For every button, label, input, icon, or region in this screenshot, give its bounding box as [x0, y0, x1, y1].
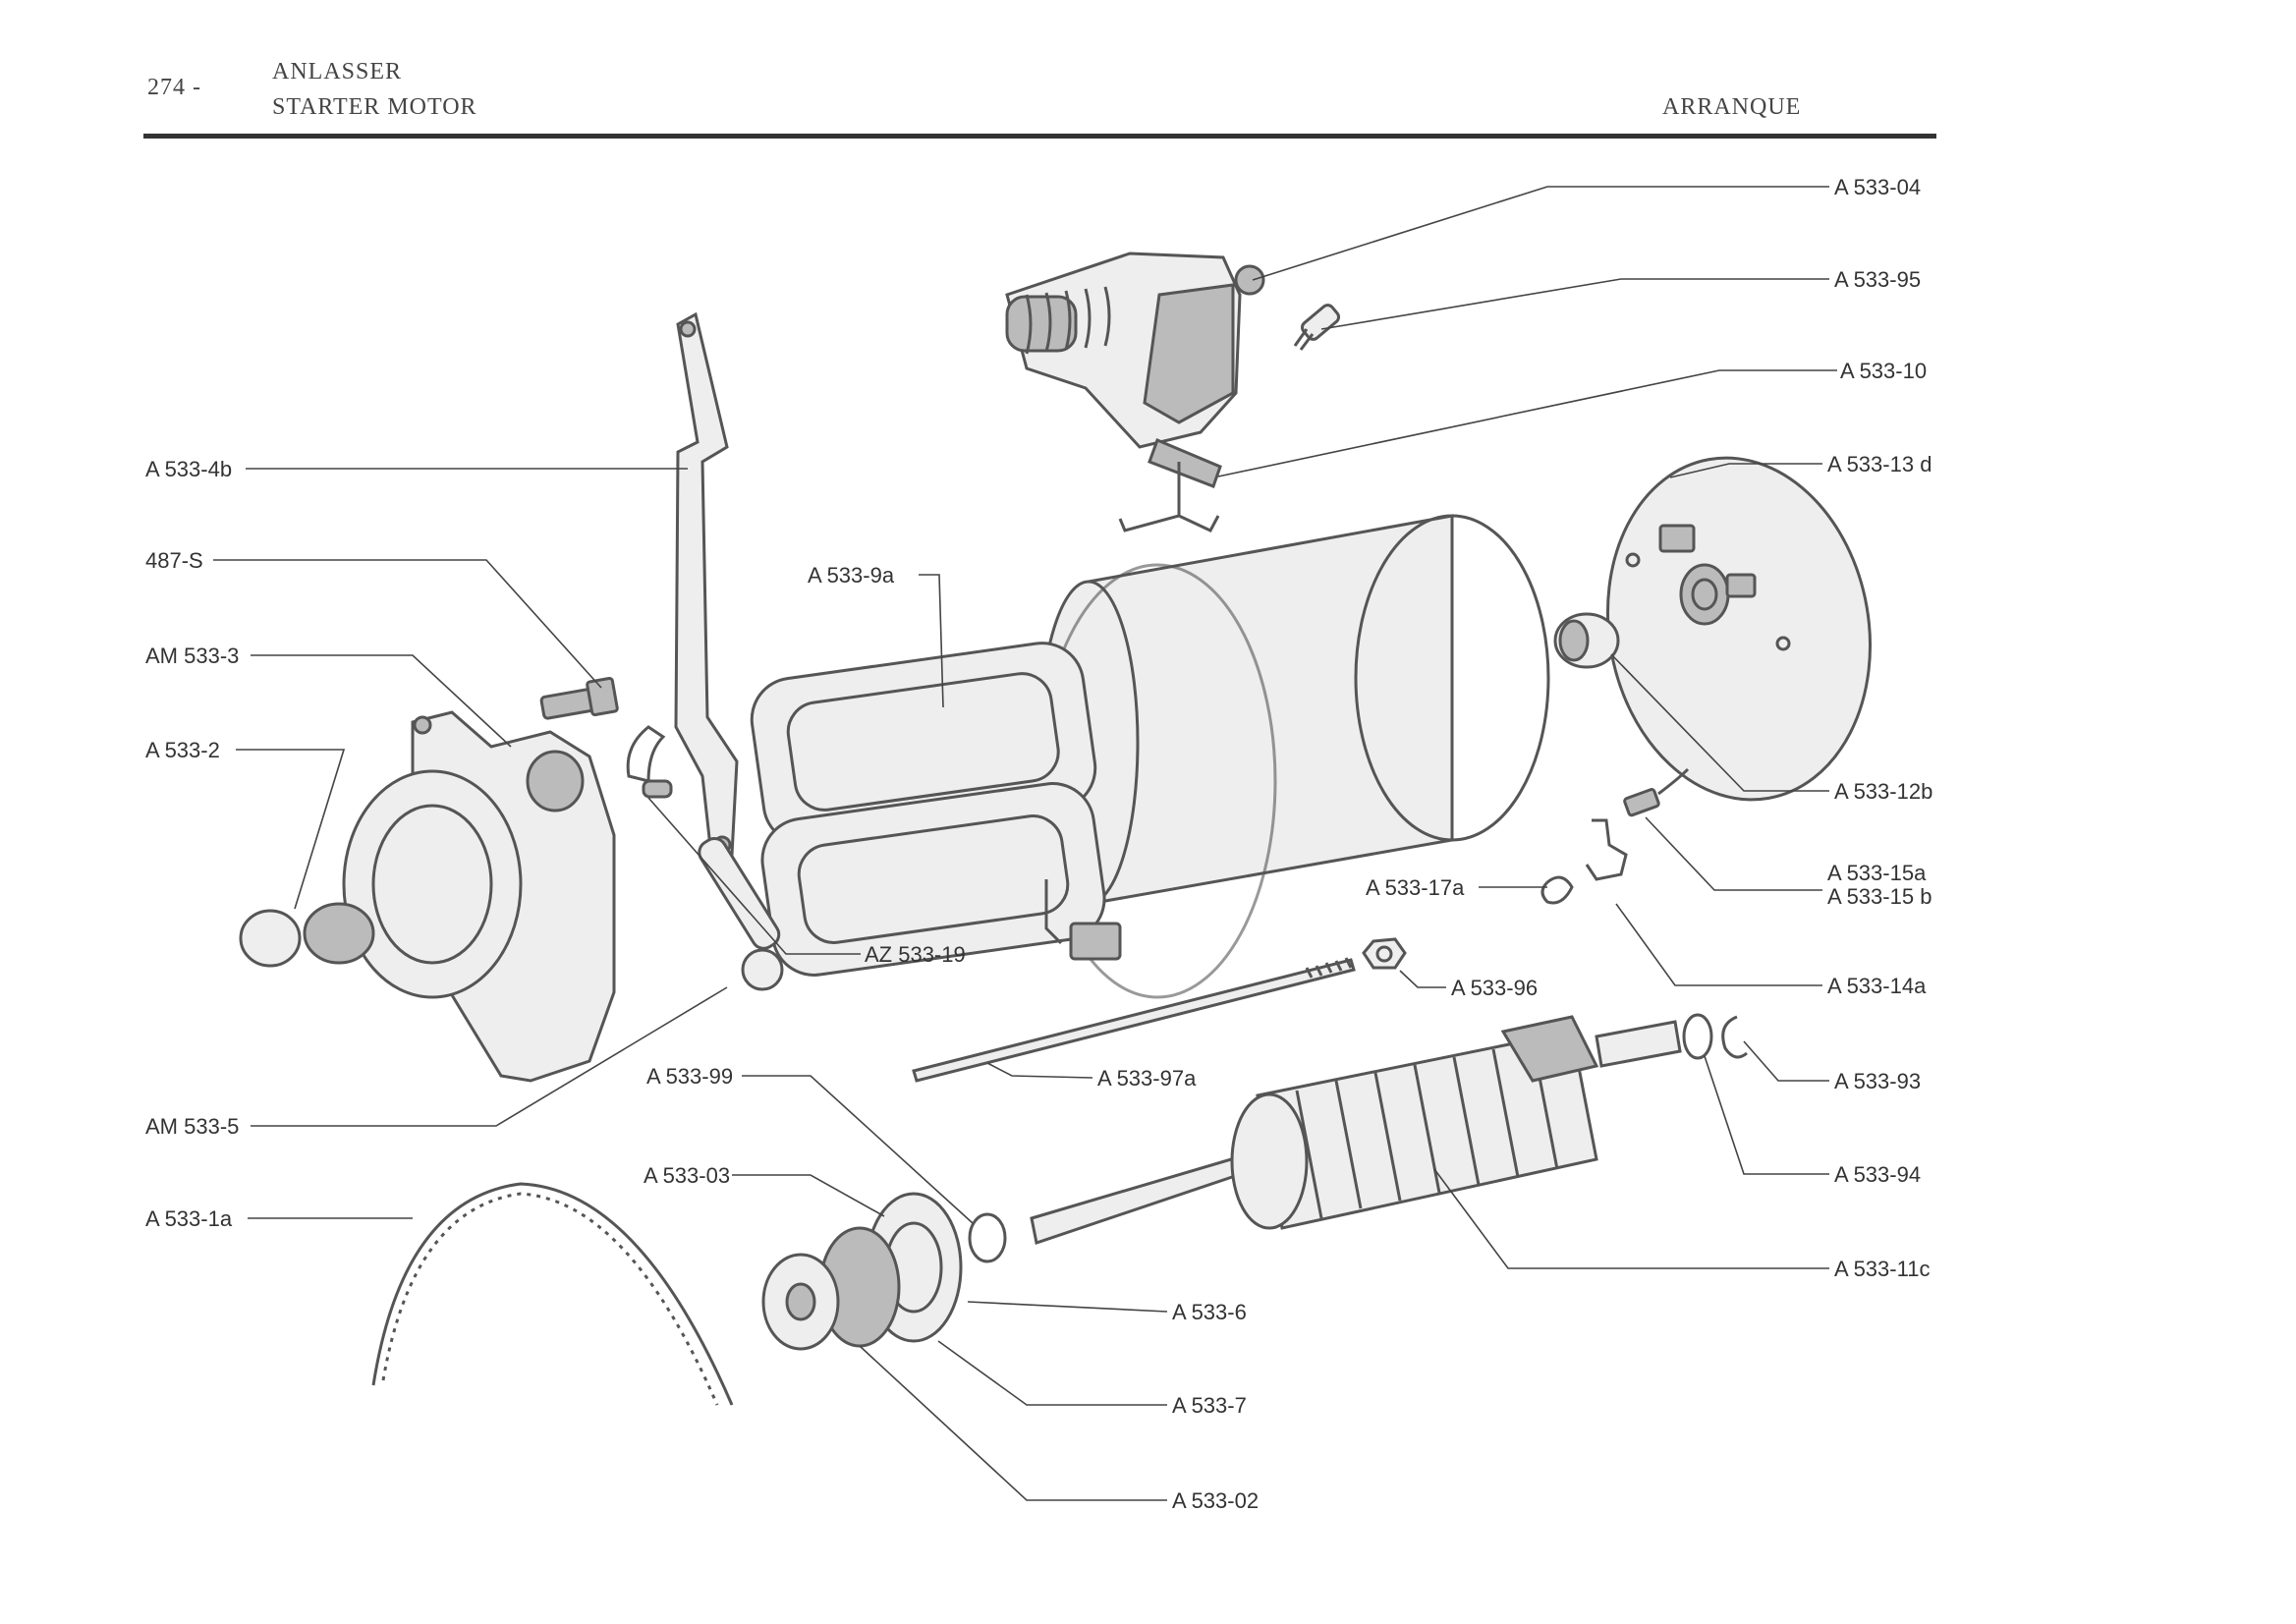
label-a533-04: A 533-04	[1834, 175, 1921, 199]
label-a533-03: A 533-03	[644, 1163, 730, 1188]
label-a533-02: A 533-02	[1172, 1488, 1259, 1513]
page-number: 274 -	[147, 75, 201, 100]
label-a533-6: A 533-6	[1172, 1300, 1247, 1324]
label-az533-19: AZ 533-19	[865, 942, 966, 967]
label-a533-99: A 533-99	[646, 1064, 733, 1089]
label-a533-10: A 533-10	[1840, 359, 1927, 383]
pin-drawing	[698, 837, 784, 991]
label-a533-4b: A 533-4b	[145, 457, 232, 481]
label-a533-94: A 533-94	[1834, 1162, 1921, 1187]
label-487-s: 487-S	[145, 548, 203, 573]
label-a533-14a: A 533-14a	[1827, 974, 1927, 998]
contact-plate-drawing	[1118, 438, 1222, 532]
title-spanish: ARRANQUE	[1662, 94, 1802, 120]
label-am533-5: AM 533-5	[145, 1114, 239, 1139]
label-a533-11c: A 533-11c	[1834, 1257, 1930, 1281]
pivot-parts-drawing	[626, 725, 673, 799]
nut-drawing	[1362, 937, 1407, 970]
title-english: STARTER MOTOR	[272, 94, 477, 120]
ring-gear-drawing	[371, 1182, 734, 1406]
label-a533-7: A 533-7	[1172, 1393, 1247, 1418]
end-plate-drawing	[1606, 456, 1872, 802]
label-a533-97a: A 533-97a	[1097, 1066, 1197, 1091]
shift-lever-drawing	[674, 311, 739, 868]
title-german: ANLASSER	[272, 59, 403, 84]
label-a533-9a: A 533-9a	[808, 563, 895, 588]
brush-parts-drawing	[1540, 767, 1690, 905]
screw-drawing	[1293, 304, 1341, 351]
label-a533-15a: A 533-15a	[1827, 861, 1927, 885]
bush-drawing	[1553, 612, 1620, 669]
label-a533-1a: A 533-1a	[145, 1206, 233, 1231]
bolt-drawing	[539, 676, 619, 720]
label-a533-93: A 533-93	[1834, 1069, 1921, 1093]
through-bolt-drawing	[912, 957, 1356, 1083]
solenoid-drawing	[1005, 252, 1265, 449]
header-rule	[143, 134, 1936, 139]
leader-lines	[213, 186, 1837, 1501]
circlips-drawing	[1682, 1013, 1748, 1060]
drive-end-housing-drawing	[239, 710, 616, 1083]
part-labels: A 533-04 A 533-95 A 533-10 A 533-13 d A …	[145, 175, 1932, 1513]
label-a533-96: A 533-96	[1451, 976, 1538, 1000]
label-a533-12b: A 533-12b	[1834, 779, 1932, 804]
label-a533-15b: A 533-15 b	[1827, 884, 1932, 909]
drive-pinion-drawing	[761, 1192, 1007, 1351]
field-coils-drawing	[750, 642, 1122, 977]
label-a533-13d: A 533-13 d	[1827, 452, 1932, 476]
label-a533-17a: A 533-17a	[1366, 875, 1465, 900]
label-am533-3: AM 533-3	[145, 644, 239, 668]
label-a533-95: A 533-95	[1834, 267, 1921, 292]
label-a533-2: A 533-2	[145, 738, 220, 762]
armature-drawing	[1030, 1015, 1682, 1245]
